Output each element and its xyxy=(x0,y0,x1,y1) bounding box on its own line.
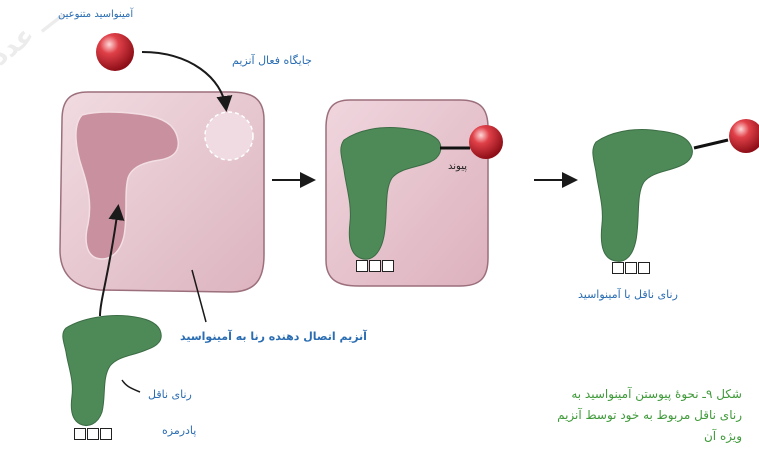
caption-line-3: ویژه آن xyxy=(482,426,742,447)
anticodon-boxes-right xyxy=(612,262,651,274)
amino-acid-free xyxy=(96,33,134,71)
trna-free[interactable] xyxy=(63,316,161,426)
leader-trna xyxy=(122,380,140,392)
active-site-circle xyxy=(205,112,253,160)
label-trna: رنای ناقل xyxy=(148,388,192,401)
trna-right[interactable] xyxy=(593,130,693,262)
label-anticodon: پادرمزه xyxy=(162,424,196,437)
anticodon-boxes-middle xyxy=(356,260,395,272)
caption-line-2: رنای ناقل مربوط به خود توسط آنزیم xyxy=(482,405,742,426)
figure-caption: شکل ۹ـ نحوهٔ پیوستن آمینواسید به رنای نا… xyxy=(482,384,742,447)
label-amino-acid-various: آمینواسید متنوعین xyxy=(58,9,133,20)
label-bond: پیوند xyxy=(448,161,467,172)
label-enzyme-active-site: جایگاه فعال آنزیم xyxy=(232,54,312,67)
label-trna-with-amino-acid: رنای ناقل با آمینواسید xyxy=(578,288,678,301)
caption-line-1: شکل ۹ـ نحوهٔ پیوستن آمینواسید به xyxy=(482,384,742,405)
anticodon-boxes-free xyxy=(74,428,113,440)
amino-acid-middle xyxy=(469,125,503,159)
bond-line-right xyxy=(694,140,728,148)
label-enzyme-name: آنزیم اتصال دهنده رنا به آمینواسید xyxy=(180,330,367,343)
amino-acid-right xyxy=(729,119,759,153)
